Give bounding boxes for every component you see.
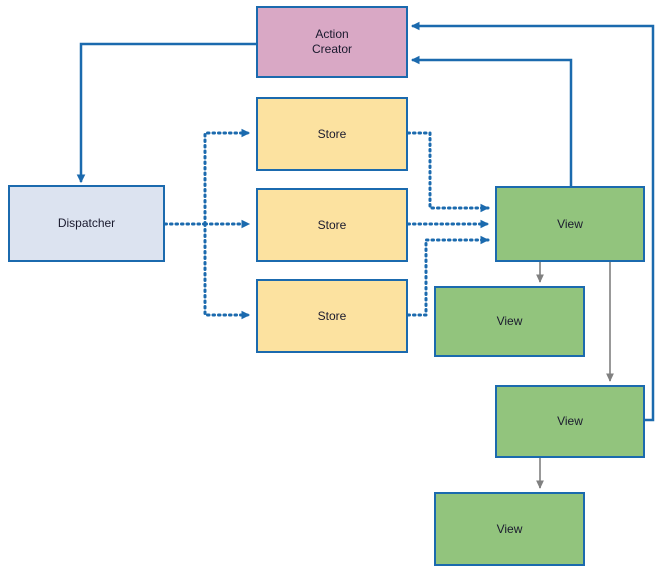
node-view-4[interactable]: View [434,492,585,566]
node-dispatcher[interactable]: Dispatcher [8,185,165,262]
edge-dispatcher-to-store-3 [203,222,251,320]
edge-view-1-to-action-creator [410,55,573,186]
node-label: View [557,216,583,231]
edge-store-3-to-view-1 [406,235,490,317]
node-label: View [496,314,523,328]
node-store-3[interactable]: Store [256,279,408,353]
edge-store-1-to-view-1 [406,131,490,213]
node-label: Store [317,126,347,141]
node-label: Dispatcher [57,216,116,230]
node-view-3[interactable]: View [495,385,645,458]
edge-dispatcher-to-store-1 [203,128,251,226]
node-label-line-1: Action [315,27,349,41]
node-view-2[interactable]: View [434,286,585,357]
node-label-line-2: Creator [311,42,352,56]
node-label: Store [317,308,347,323]
node-label: View [557,414,583,428]
node-store-2[interactable]: Store [256,188,408,262]
node-label: View [496,521,523,536]
node-label: Store [317,217,347,232]
edge-view-3-to-action-creator [410,21,655,422]
node-view-1[interactable]: View [495,186,645,262]
node-store-1[interactable]: Store [256,97,408,171]
